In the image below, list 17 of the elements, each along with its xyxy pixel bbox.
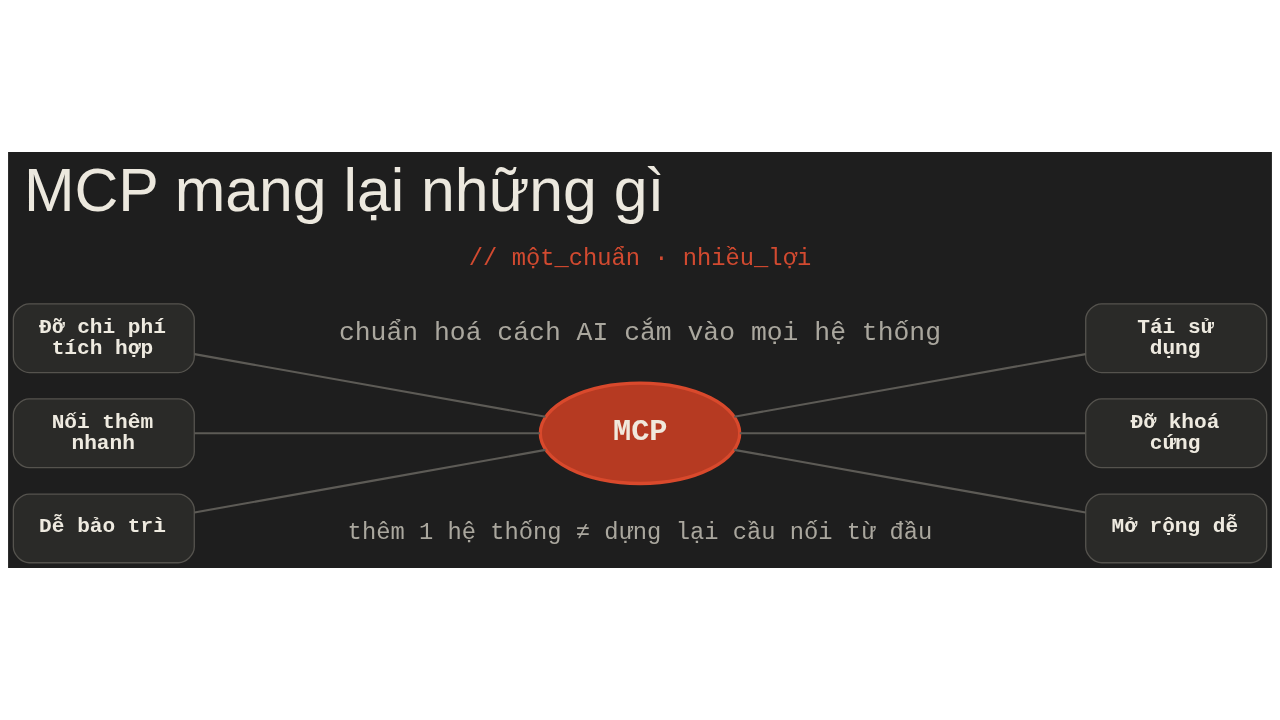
connector xyxy=(734,353,1086,418)
node-box: Dễ bảo trì xyxy=(12,493,195,564)
label: thêm 1 hệ thống ≠ dựng lại cầu nối từ đầu xyxy=(347,519,933,547)
connector xyxy=(194,353,546,418)
node-box: Đỡ khoá cứng xyxy=(1085,398,1268,469)
node-box: Nối thêm nhanh xyxy=(12,398,195,469)
connector xyxy=(194,448,546,514)
diagram-title: MCP mang lại những gì xyxy=(23,156,665,225)
label: // một_chuẩn · nhiều_lợi xyxy=(468,244,812,272)
connector xyxy=(739,432,1086,435)
node-ellipse: MCP xyxy=(538,381,742,486)
node-box: Mở rộng dễ xyxy=(1085,493,1268,564)
node-box: Tái sử dụng xyxy=(1085,303,1268,374)
node-box: Đỡ chi phí tích hợp xyxy=(12,303,195,374)
connector xyxy=(194,432,540,435)
connector xyxy=(734,448,1086,514)
label: chuẩn hoá cách AI cắm vào mọi hệ thống xyxy=(338,317,942,348)
